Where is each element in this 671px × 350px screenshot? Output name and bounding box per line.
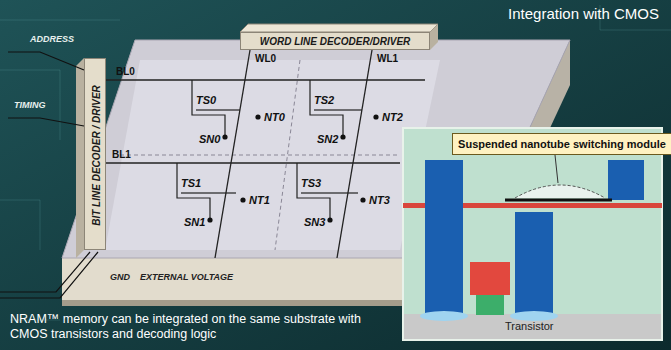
cross-section-inset (403, 128, 662, 340)
line-name: BL0 (116, 66, 135, 77)
component-name: SN3 (304, 216, 325, 228)
title: Integration with CMOS (508, 5, 659, 22)
component-name: SN0 (199, 133, 220, 145)
component-name: TS3 (301, 177, 321, 189)
node-text: WORD LINE DECODER/DRIVER (260, 36, 411, 47)
component-name: TS0 (196, 94, 216, 106)
node-text: BIT LINE DECODER / DRIVER (90, 85, 101, 226)
decoder-box: WORD LINE DECODER/DRIVER (240, 32, 430, 50)
decoder-top (240, 24, 438, 32)
transistor-wire (339, 109, 362, 110)
cell-divider (120, 60, 398, 250)
component-name: TS1 (181, 177, 201, 189)
transistor-wire (221, 109, 240, 110)
storage-node-dot (207, 217, 212, 222)
decoder-side (76, 58, 84, 258)
component-name: NT0 (264, 111, 285, 123)
caption: NRAM™ memory can be integrated on the sa… (10, 312, 398, 342)
node-text: Suspended nanotube switching module (458, 138, 666, 150)
storage-node-dot (340, 134, 345, 139)
word-line (215, 50, 372, 258)
component-name: NT1 (249, 194, 270, 206)
nanotube-dot (373, 114, 378, 119)
transistor-wire (297, 163, 330, 218)
signal-name: EXTERNAL VOLTAGE (140, 272, 233, 282)
signal-name: ADDRESS (30, 34, 74, 44)
component-name: NT2 (382, 111, 403, 123)
component-name: SN2 (317, 133, 338, 145)
storage-node-dot (327, 217, 332, 222)
nanotube-dot (240, 197, 245, 202)
signal-name: GND (110, 272, 130, 282)
part-name: Transistor (505, 320, 554, 332)
decoder-side (430, 24, 438, 50)
callout-box: Suspended nanotube switching module (452, 133, 671, 155)
transistor-wire (177, 163, 210, 218)
transistor-symbol (177, 80, 379, 223)
bit-line (106, 80, 425, 163)
nanotube-dot (360, 197, 365, 202)
transistor-wire (181, 192, 206, 193)
nanotube-dot (255, 114, 260, 119)
line-name: WL0 (255, 53, 276, 64)
transistor-wire (301, 192, 326, 193)
signal-name: TIMING (14, 100, 46, 110)
component-name: TS2 (314, 94, 334, 106)
component-name: SN1 (184, 216, 205, 228)
transistor-wire (192, 80, 225, 135)
storage-node-dot (222, 134, 227, 139)
cell-array (105, 60, 440, 250)
transistor-wire (314, 109, 339, 110)
line-name: BL1 (112, 149, 131, 160)
transistor-wire (206, 192, 236, 193)
transistor-wire (310, 80, 343, 135)
transistor-wire (196, 109, 221, 110)
decoder-box: BIT LINE DECODER / DRIVER (84, 58, 106, 250)
leader-line (555, 155, 558, 183)
transistor-wire (326, 192, 358, 193)
line-name: WL1 (377, 53, 398, 64)
component-name: NT3 (369, 194, 390, 206)
